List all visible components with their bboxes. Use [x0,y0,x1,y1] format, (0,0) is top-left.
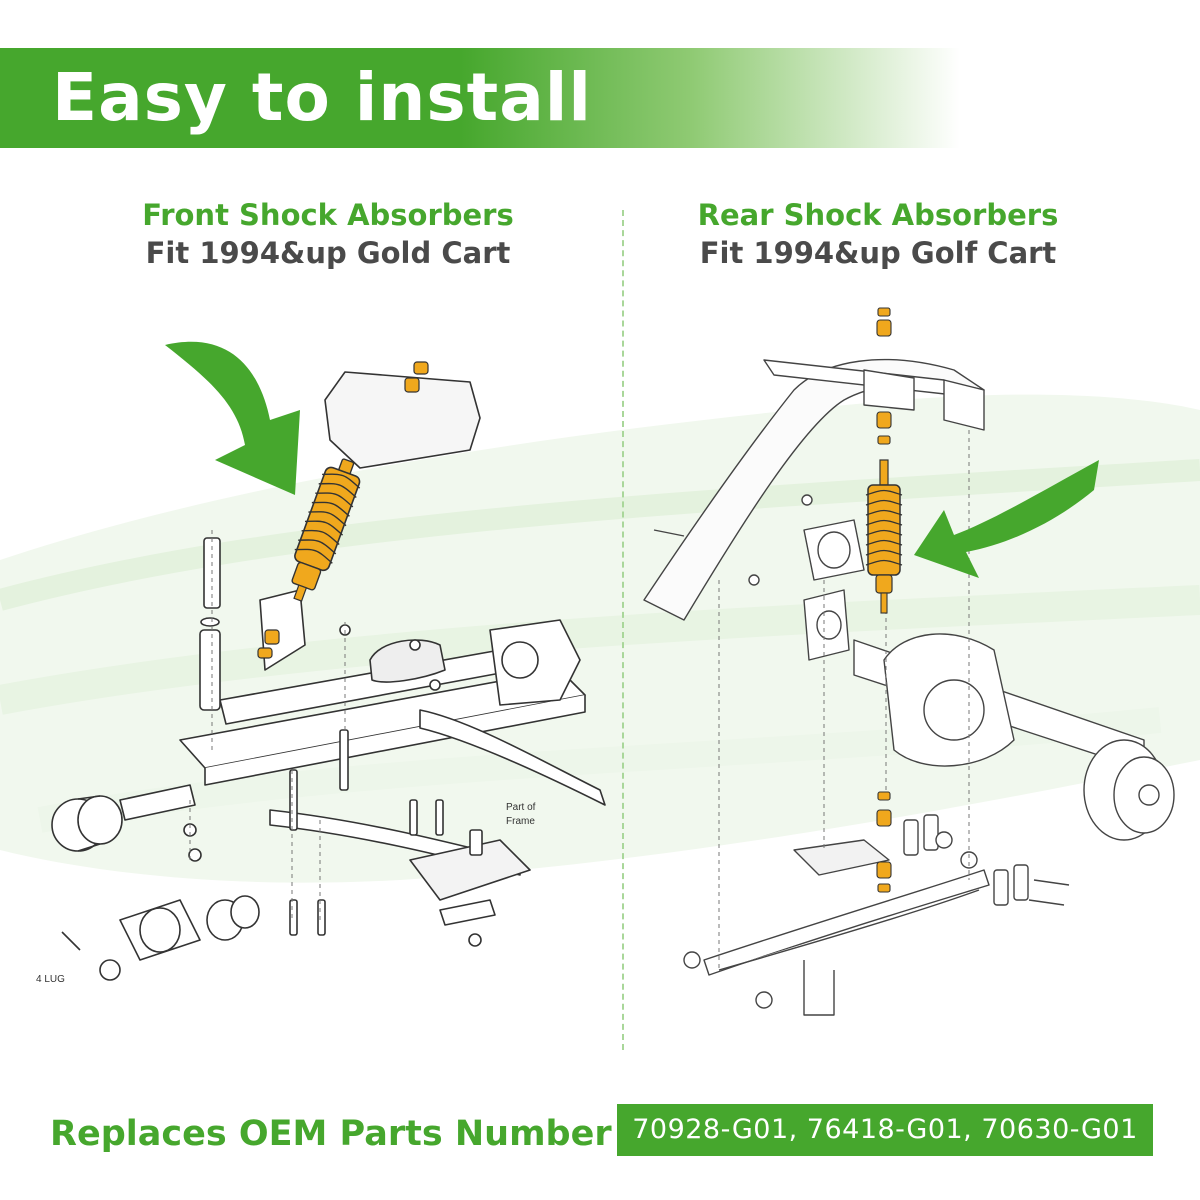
rear-title: Rear Shock Absorbers [697,198,1059,232]
replaces-oem-label: Replaces OEM Parts Number [50,1114,612,1154]
shock-absorber-icon [257,361,429,659]
oem-part-numbers: 70928-G01, 76418-G01, 70630-G01 [617,1104,1153,1156]
rear-suspension-diagram [643,307,1175,1016]
front-heading: Front Shock Absorbers Fit 1994&up Gold C… [48,196,608,272]
front-title: Front Shock Absorbers [142,198,514,232]
rear-heading: Rear Shock Absorbers Fit 1994&up Golf Ca… [598,196,1158,272]
part-of-frame-label-2: Frame [506,816,535,827]
rear-subtitle: Fit 1994&up Golf Cart [699,236,1057,270]
lug-label: 4 LUG [36,974,65,985]
part-of-frame-label-1: Part of [506,802,536,813]
page-title: Easy to install [52,59,593,136]
arrow-icon [165,341,300,495]
front-subtitle: Fit 1994&up Gold Cart [145,236,511,270]
column-divider [622,210,624,1050]
front-suspension-diagram: Part of Frame 4 LUG [36,341,606,985]
arrow-icon [914,460,1099,578]
title-banner [0,48,960,148]
shock-absorber-icon [865,307,903,893]
